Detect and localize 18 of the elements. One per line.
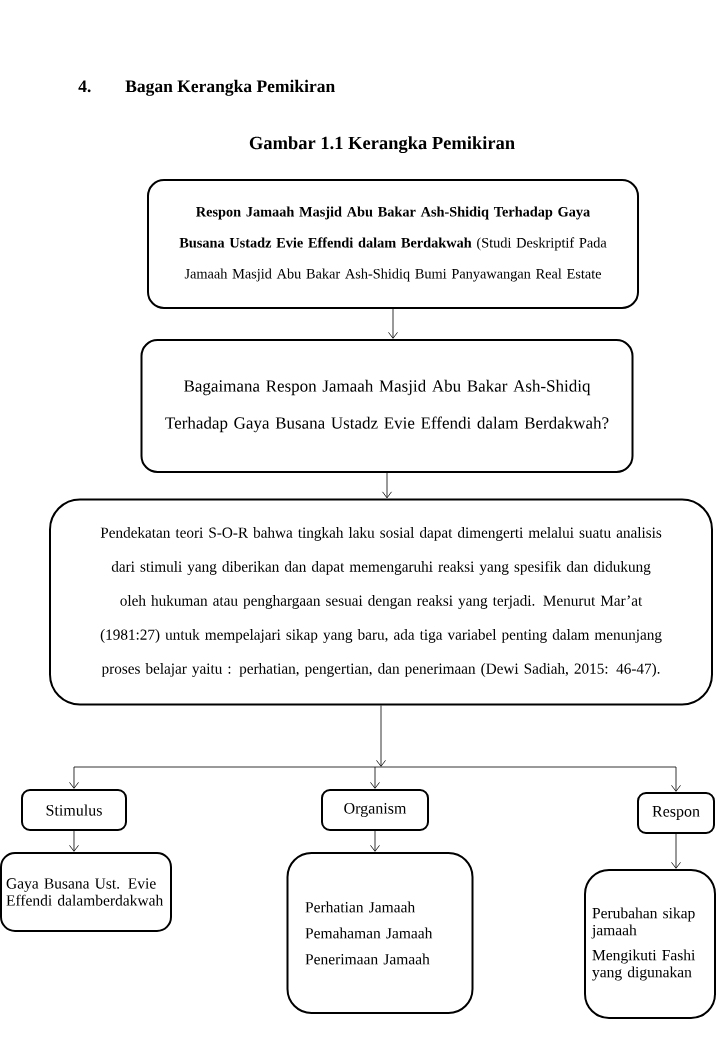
theory-box: Pendekatan teori S-O-R bahwa tingkah laku sosial dapat dimengerti melalui suatu analisis dari stimuli yang diberikan dan dapat memengaruhi reaksi yang spesifik dan didukung oleh hukuman atau penghargaan sesuai dengan reaksi yang terjadi. Menurut Mar’at (1981:27) untuk mempelajari sikap yang baru, ada tiga variabel penting dalam menunjang proses belajar yaitu : perhatian, pengertian, dan penerimaan (Dewi Sadiah, 2015: 46-47). xyxy=(49,498,713,706)
process-box: Organism xyxy=(321,789,429,831)
process-box: Gaya Busana Ust. Evie Effendi dalamberdakwah xyxy=(0,852,172,932)
arrow xyxy=(69,830,79,852)
process-box: Perhatian Jamaah Pemahaman Jamaah Penerimaan Jamaah xyxy=(286,852,474,1014)
question-box: Bagaimana Respon Jamaah Masjid Abu Bakar Ash-Shidiq Terhadap Gaya Busana Ustadz Evie Effendi dalam Berdakwah? xyxy=(140,339,634,473)
title-box: Respon Jamaah Masjid Abu Bakar Ash-Shidiq Terhadap Gaya Busana Ustadz Evie Effendi dalam Berdakwah (Studi Deskriptif Pada Jamaah Masjid Abu Bakar Ash-Shidiq Bumi Panyawangan Real Estate xyxy=(147,179,639,309)
arrow xyxy=(370,830,380,852)
arrow xyxy=(671,833,681,869)
arrow xyxy=(382,472,392,499)
arrow xyxy=(388,308,398,339)
process-box: Perubahan sikap jamaah Mengikuti Fashi yang digunakan xyxy=(584,869,716,1019)
branch-connector xyxy=(69,705,681,792)
process-box: Respon xyxy=(637,792,715,834)
section-heading: Bagan Kerangka Pemikiran xyxy=(125,79,335,96)
section-number: 4. xyxy=(78,80,91,93)
figure-caption: Gambar 1.1 Kerangka Pemikiran xyxy=(249,136,515,154)
process-box: Stimulus xyxy=(21,789,127,831)
